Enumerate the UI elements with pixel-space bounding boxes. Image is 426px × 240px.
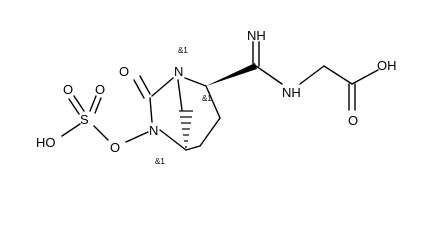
stereo-label-alpha-carbon: &1 [202,94,212,103]
bond-sulfur-oxo-left-a [73,95,85,112]
bond-bridge-n-carbonyl [151,77,174,97]
bond-ring-n-sulfate-o [125,131,149,143]
atom-label-layer: O N N NH NH O O S HO O OH O [36,28,397,155]
bond-carbonyl-ring-n [149,97,153,123]
bond-bridge-n-methylene [177,79,183,111]
bond-sulfur-oxo-right-a [89,95,97,112]
bond-alpha-carbon-ring-c3 [205,85,221,119]
bond-sulfur-oxo-left-b [68,98,80,115]
bond-ring-n-bridgehead [159,129,187,151]
bond-ring-c3-c4 [199,117,221,147]
atom-sulfate-oxygen-top-left: O [63,82,73,97]
stereo-label-layer: &1 &1 &1 [155,46,212,166]
stereo-label-bridge-nitrogen: &1 [178,46,188,55]
bond-sulfur-oxo-right-b [94,97,102,114]
bond-bridgehead-methylene-hashed [179,110,193,148]
atom-imine-nh: NH [247,28,266,43]
bond-carbonyl-double-b [133,79,145,99]
bond-ring-c4-bridgehead [185,145,201,151]
bond-ch2-acid-carbon [323,65,353,85]
bond-layer [61,41,379,151]
atom-sulfate-oxygen-top-right: O [95,82,105,97]
atom-sulfate-bridge-oxygen: O [110,140,120,155]
molecule-structure-canvas: O N N NH NH O O S HO O OH O &1 &1 &1 [36,28,397,166]
bond-amine-glycine-ch2 [299,65,325,85]
atom-acid-carbonyl-oxygen: O [348,113,358,128]
atom-carbonyl-oxygen: O [119,64,129,79]
bond-carbonyl-double-a [139,75,151,95]
molecule-drawing: O N N NH NH O O S HO O OH O &1 &1 &1 [36,28,397,166]
bond-acid-carbon-hydroxyl [351,69,379,85]
atom-acid-hydroxyl: OH [377,58,397,73]
atom-sulfate-hydroxyl: HO [36,135,56,150]
atom-sulfur: S [80,112,89,127]
bond-sulfate-o-sulfur [93,125,109,141]
stereo-label-bridgehead-carbon: &1 [155,157,165,166]
atom-amidine-nh: NH [282,85,301,100]
atom-ring-nitrogen: N [149,123,158,138]
atom-bridge-nitrogen: N [174,64,183,79]
bond-alpha-carbon-amidine-wedge [206,63,257,86]
bond-bridge-n-alpha-carbon [184,77,207,87]
bond-amidine-amine [255,65,283,85]
bond-sulfur-hydroxyl [61,123,81,137]
